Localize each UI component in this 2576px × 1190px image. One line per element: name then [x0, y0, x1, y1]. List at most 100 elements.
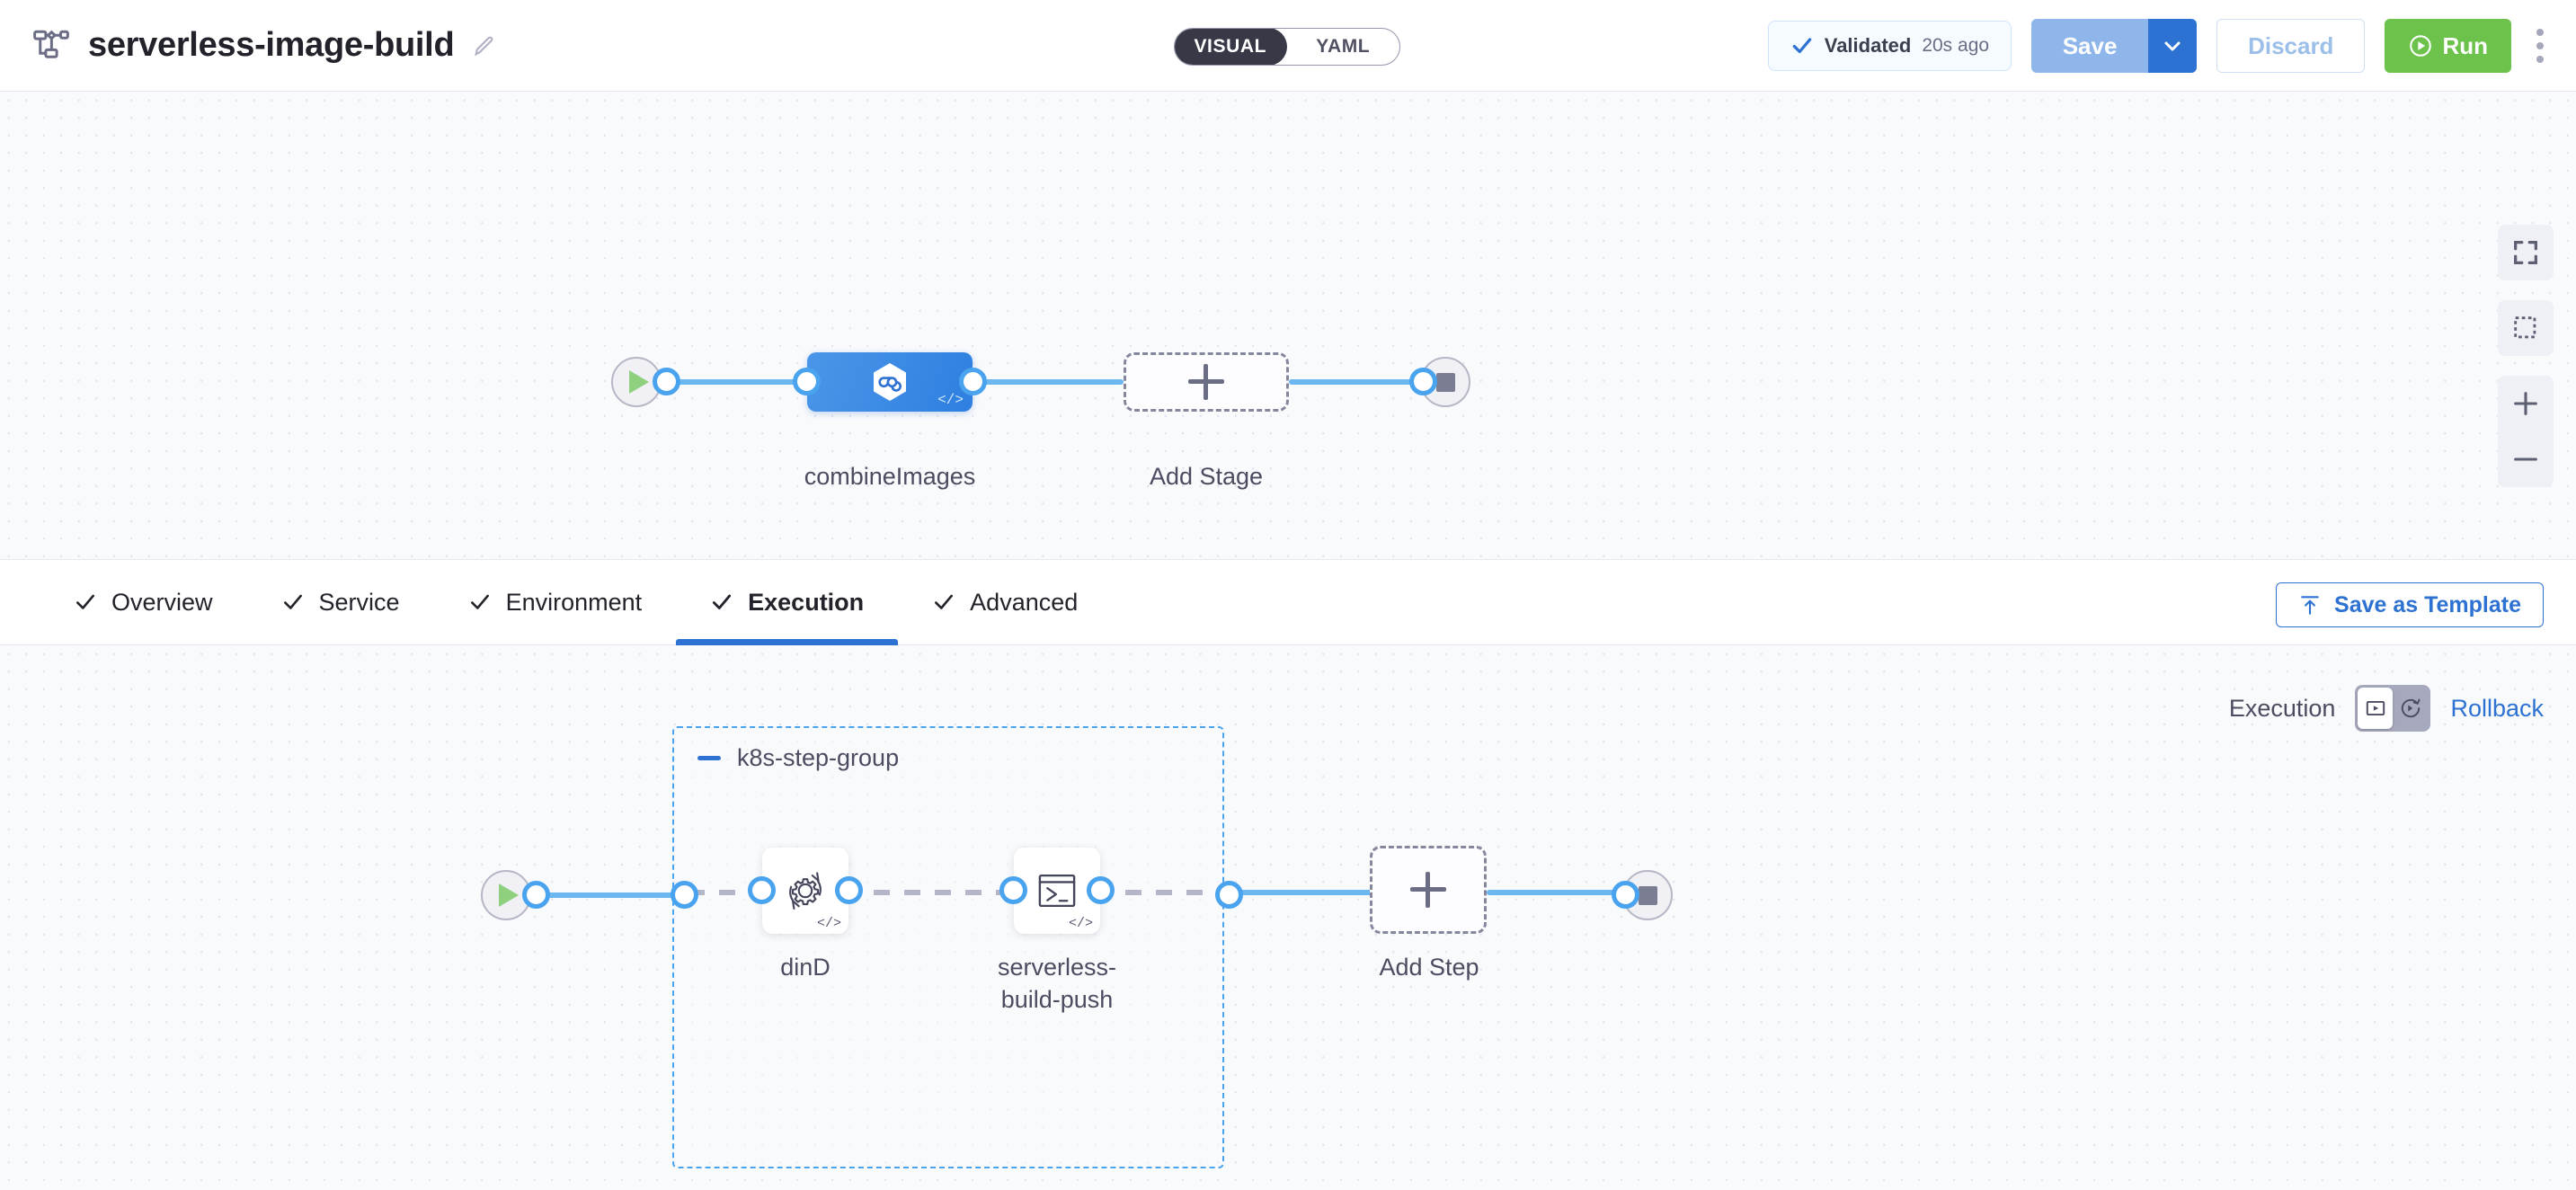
tab-list: Overview Service Environment Execution A…: [0, 559, 1112, 645]
tab-label: Service: [318, 588, 400, 616]
execution-canvas[interactable]: k8s-step-group </> dinD: [0, 645, 2576, 1190]
rollback-clock-icon: [2399, 697, 2422, 720]
discard-button[interactable]: Discard: [2216, 19, 2366, 73]
step-card-dind[interactable]: </>: [748, 848, 863, 934]
group-in-port[interactable]: [671, 881, 698, 909]
mode-tab-yaml[interactable]: YAML: [1316, 36, 1371, 57]
tab-service[interactable]: Service: [247, 559, 434, 645]
save-dropdown-button[interactable]: [2148, 19, 2198, 73]
tab-execution[interactable]: Execution: [676, 559, 899, 645]
check-icon: [1790, 34, 1814, 58]
play-circle-icon: [2408, 33, 2433, 58]
toggle-rollback-segment[interactable]: [2393, 688, 2428, 729]
step-start-port[interactable]: [522, 881, 550, 909]
tab-label: Advanced: [970, 588, 1079, 616]
pencil-icon[interactable]: [472, 33, 497, 58]
expand-corners-icon: [2510, 237, 2541, 268]
stage-out-port[interactable]: [959, 368, 987, 395]
tab-label: Overview: [111, 588, 213, 616]
execution-rollback-toggle[interactable]: [2355, 685, 2431, 732]
group-out-port[interactable]: [1215, 881, 1243, 909]
edge-group-to-dind: [688, 890, 755, 895]
check-icon: [710, 591, 733, 614]
zoom-in-button[interactable]: [2498, 376, 2554, 431]
step-end-node: [1612, 870, 1673, 920]
save-as-template-button[interactable]: Save as Template: [2276, 582, 2544, 627]
run-button[interactable]: Run: [2385, 19, 2511, 73]
zoom-controls: [2498, 376, 2554, 487]
rollback-label[interactable]: Rollback: [2450, 694, 2544, 722]
toggle-execution-segment[interactable]: [2358, 688, 2394, 729]
stage-config-tabbar: Overview Service Environment Execution A…: [0, 559, 2576, 645]
stage-node-combineimages[interactable]: </>: [793, 352, 987, 412]
stage-start-node: [611, 357, 680, 407]
stage-canvas[interactable]: </> combineImages Add Stage: [0, 92, 2576, 559]
check-icon: [74, 591, 97, 614]
execution-play-box-icon: [2364, 697, 2387, 720]
plus-icon: [1188, 364, 1224, 400]
edge-dind-to-build: [874, 890, 1007, 895]
tab-environment[interactable]: Environment: [434, 559, 677, 645]
tab-label: Environment: [505, 588, 643, 616]
add-step-label: Add Step: [1379, 954, 1479, 981]
step-label-line-2: build-push: [1000, 986, 1114, 1014]
step-label-dind: dinD: [780, 954, 831, 981]
visual-yaml-toggle[interactable]: VISUAL YAML: [1174, 28, 1400, 66]
step-end-port[interactable]: [1612, 881, 1639, 909]
start-port[interactable]: [653, 368, 680, 395]
build-in-port[interactable]: [999, 876, 1027, 904]
run-button-label: Run: [2442, 31, 2488, 59]
terminal-icon: [1038, 874, 1076, 908]
edge-add-to-end: [1289, 379, 1426, 385]
dind-in-port[interactable]: [748, 876, 776, 904]
add-stage-button[interactable]: [1124, 352, 1289, 412]
template-upload-icon: [2298, 593, 2322, 617]
step-group-title: k8s-step-group: [737, 744, 900, 771]
dind-out-port[interactable]: [835, 876, 863, 904]
execution-label: Execution: [2228, 694, 2336, 722]
dashed-square-icon: [2510, 313, 2541, 343]
selection-box-button[interactable]: [2498, 300, 2554, 356]
execution-rollback-toolbar: Execution Rollback: [2229, 685, 2544, 732]
stop-icon: [1420, 357, 1470, 407]
minus-icon[interactable]: [697, 756, 721, 760]
header-left-group: serverless-image-build: [0, 26, 497, 65]
status-badge-validated: Validated 20s ago: [1767, 21, 2012, 71]
step-card-serverless-build-push[interactable]: </>: [999, 848, 1115, 934]
edge-stage-to-add: [973, 379, 1124, 385]
stage-in-port[interactable]: [793, 368, 821, 395]
edge-start-to-stage: [671, 379, 814, 385]
kebab-menu-icon[interactable]: [2520, 19, 2560, 73]
add-step-button[interactable]: [1370, 846, 1487, 934]
pipeline-flow-icon: [32, 27, 70, 65]
step-label-serverless-build-push: serverless- build-push: [949, 951, 1165, 1016]
tab-overview[interactable]: Overview: [40, 559, 247, 645]
harness-ci-hexagon-icon: [868, 360, 911, 404]
check-icon: [468, 591, 492, 614]
end-port[interactable]: [1409, 368, 1437, 395]
minus-icon: [2510, 444, 2541, 475]
build-out-port[interactable]: [1087, 876, 1115, 904]
step-code-badge: </>: [1068, 916, 1093, 931]
validated-label: Validated: [1824, 34, 1912, 57]
plus-icon: [1410, 872, 1446, 908]
tab-label: Execution: [748, 588, 865, 616]
mode-tab-visual[interactable]: VISUAL: [1175, 29, 1287, 65]
check-icon: [281, 591, 305, 614]
save-button[interactable]: Save: [2031, 19, 2149, 73]
validated-timestamp: 20s ago: [1922, 35, 1990, 56]
save-as-template-label: Save as Template: [2334, 591, 2521, 617]
stage-code-badge: </>: [937, 392, 964, 408]
stage-label-combineimages: combineImages: [804, 463, 976, 490]
edge-addstep-to-end: [1487, 890, 1627, 895]
save-split-button[interactable]: Save: [2031, 19, 2198, 73]
tab-advanced[interactable]: Advanced: [898, 559, 1112, 645]
header-actions: Validated 20s ago Save Discard Run: [1767, 0, 2576, 92]
step-group-k8s[interactable]: k8s-step-group: [672, 726, 1224, 1168]
gear-rotate-icon: [789, 872, 822, 910]
edge-build-to-group-out: [1125, 890, 1219, 895]
edge-start-to-group: [539, 892, 680, 898]
zoom-out-button[interactable]: [2498, 431, 2554, 487]
fit-to-screen-button[interactable]: [2498, 225, 2554, 280]
check-icon: [932, 591, 955, 614]
